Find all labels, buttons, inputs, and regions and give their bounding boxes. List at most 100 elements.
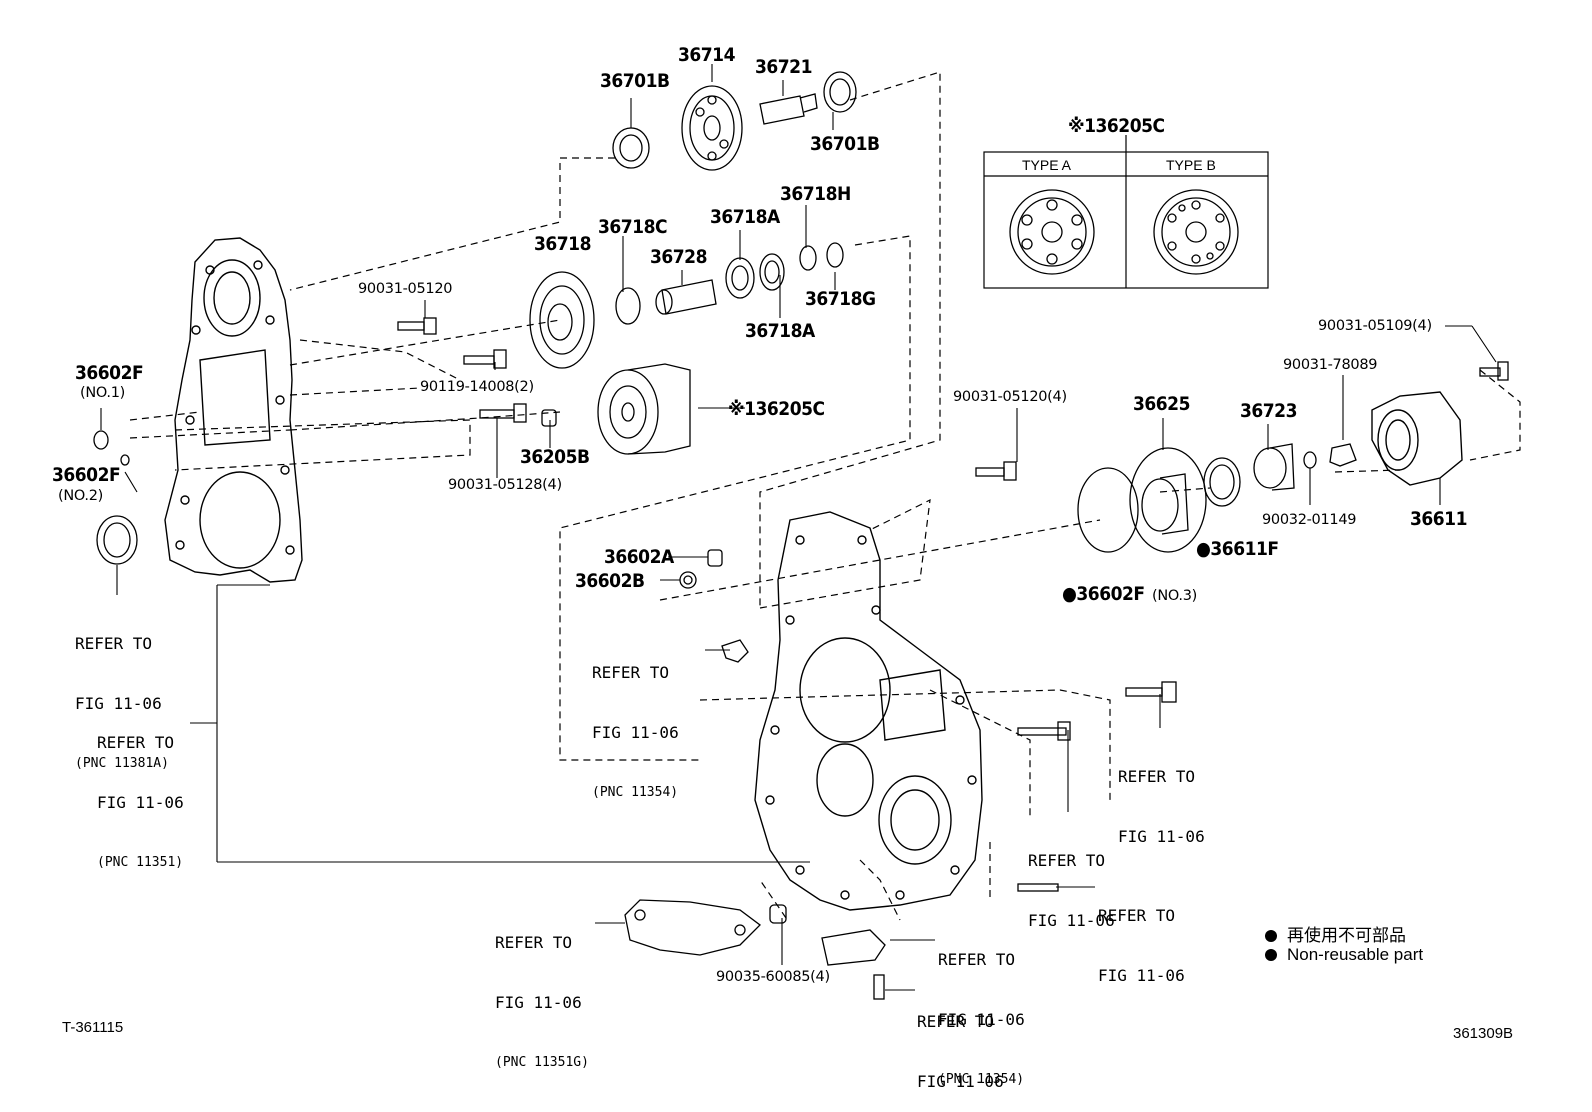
refer-pnc: (PNC 11354) xyxy=(938,1072,1025,1087)
stud-refer-3 xyxy=(1017,883,1059,892)
label-36205b: 36205B xyxy=(520,446,590,468)
label-36611: 36611 xyxy=(1410,508,1467,530)
label-36602f-no3: ●36602F xyxy=(1062,583,1145,605)
label-36611f: ●36611F xyxy=(1196,538,1279,560)
refer-pnc: (PNC 11381A) xyxy=(75,756,169,771)
bolt-90119-14008 xyxy=(463,349,507,369)
washer-90032-01149 xyxy=(1303,451,1317,469)
refer-callout-bolt[interactable]: REFER TO FIG 11-06 xyxy=(1118,727,1205,867)
refer-line1: REFER TO xyxy=(592,663,670,682)
refer-line2: FIG 11-06 xyxy=(1098,966,1185,985)
dowel-36205b xyxy=(541,409,557,427)
label-90031-05109: 90031-05109(4) xyxy=(1318,318,1432,334)
refer-callout-11354-upper[interactable]: REFER TO FIG 11-06 (PNC 11354) xyxy=(592,623,679,823)
bolt-90031-05120 xyxy=(397,317,437,335)
bolt-bottom-refer xyxy=(873,974,885,1000)
label-36701b-top: 36701B xyxy=(600,70,670,92)
label-36602f-no2-sub: (NO.2) xyxy=(58,488,104,504)
refer-callout-11351[interactable]: REFER TO FIG 11-06 (PNC 11351) xyxy=(97,693,184,893)
refer-line1: REFER TO xyxy=(495,933,573,952)
refer-pnc: (PNC 11351) xyxy=(97,855,184,870)
gear-36723 xyxy=(1253,443,1295,491)
label-36718: 36718 xyxy=(534,233,591,255)
type-b-gear-icon xyxy=(1153,189,1239,275)
refer-pnc: (PNC 11351G) xyxy=(495,1055,589,1070)
refer-line2: FIG 11-06 xyxy=(1118,827,1205,846)
refer-callout-11351g[interactable]: REFER TO FIG 11-06 (PNC 11351G) xyxy=(495,893,589,1093)
type-table xyxy=(983,135,1269,289)
front-cover-plate xyxy=(164,237,303,583)
refer-pnc: (PNC 11354) xyxy=(592,785,679,800)
label-36718a-bottom: 36718A xyxy=(745,320,815,342)
label-36602f-no2: 36602F xyxy=(52,464,121,486)
o-ring-no1 xyxy=(93,430,109,450)
label-36718h: 36718H xyxy=(780,183,851,205)
plug-36602a xyxy=(707,549,723,567)
label-90031-78089: 90031-78089 xyxy=(1283,357,1378,373)
refer-line1: REFER TO xyxy=(1098,906,1176,925)
label-36718g: 36718G xyxy=(805,288,876,310)
label-36721: 36721 xyxy=(755,56,812,78)
refer-line2: FIG 11-06 xyxy=(592,723,679,742)
label-36718a-top: 36718A xyxy=(710,206,780,228)
refer-line1: REFER TO xyxy=(1118,767,1196,786)
label-90031-05120-4: 90031-05120(4) xyxy=(953,389,1067,405)
refer-line2: FIG 11-06 xyxy=(75,694,162,713)
label-36728: 36728 xyxy=(650,246,707,268)
refer-callout-11381a[interactable]: REFER TO FIG 11-06 (PNC 11381A) xyxy=(75,594,169,794)
bracket-11351g xyxy=(624,899,761,956)
type-a-gear-icon xyxy=(1009,189,1095,275)
refer-callout-bottom-bolt[interactable]: REFER TO FIG 11-06 xyxy=(917,972,1004,1112)
type-b-header: TYPE B xyxy=(1166,157,1216,173)
rear-housing-36611 xyxy=(1371,391,1463,486)
refer-callout-stud-lower[interactable]: REFER TO FIG 11-06 xyxy=(1098,866,1185,1006)
refer-line1: REFER TO xyxy=(1028,851,1106,870)
flange-36625 xyxy=(1129,447,1207,553)
assembly-guide-lines xyxy=(129,71,1521,921)
figure-code-left: T-361115 xyxy=(62,1019,124,1036)
refer-line1: REFER TO xyxy=(938,950,1016,969)
leader-lines xyxy=(100,64,1497,991)
label-36714: 36714 xyxy=(678,44,735,66)
refer-line1: REFER TO xyxy=(75,634,153,653)
shaft-36721 xyxy=(759,93,818,125)
snap-ring-36718h xyxy=(799,245,817,271)
figure-code-right: 361309B xyxy=(1453,1025,1514,1042)
legend-line-jp: 再使用不可部品 xyxy=(1265,921,1406,946)
bolt-90031-05128 xyxy=(479,403,527,423)
bullet-icon xyxy=(1265,949,1277,961)
bolt-90031-05109 xyxy=(1479,361,1509,381)
refer-callout-stud[interactable]: REFER TO FIG 11-06 xyxy=(1028,811,1115,951)
legend-line-en: Non-reusable part xyxy=(1265,945,1423,965)
snap-ring-36718c xyxy=(615,287,641,325)
label-36718c: 36718C xyxy=(598,216,668,238)
gear-36714 xyxy=(681,85,743,171)
refer-line1: REFER TO xyxy=(97,733,175,752)
label-90032-01149: 90032-01149 xyxy=(1262,512,1357,528)
label-90035-60085: 90035-60085(4) xyxy=(716,969,830,985)
label-36723: 36723 xyxy=(1240,400,1297,422)
label-36602f-no1: 36602F xyxy=(75,362,144,384)
gear-36718 xyxy=(529,271,595,369)
legend-text-jp: 再使用不可部品 xyxy=(1287,926,1406,945)
label-36602a: 36602A xyxy=(604,546,674,568)
refer-line2: FIG 11-06 xyxy=(495,993,582,1012)
clip-11354 xyxy=(721,639,749,663)
label-36602f-no1-sub: (NO.1) xyxy=(80,385,126,401)
o-ring-no2 xyxy=(120,454,130,466)
bearing-36718a-2 xyxy=(759,253,785,291)
type-a-header: TYPE A xyxy=(1022,157,1072,173)
bushing-90035-60085 xyxy=(769,904,787,924)
bearing-36701b-left xyxy=(612,127,650,169)
refer-callout-11354-lower[interactable]: REFER TO FIG 11-06 (PNC 11354) xyxy=(938,910,1025,1110)
label-36602b: 36602B xyxy=(575,570,645,592)
bolt-refer-1 xyxy=(1125,681,1177,703)
refer-line2: FIG 11-06 xyxy=(97,793,184,812)
snap-ring-36718g xyxy=(826,242,844,268)
refer-line2: FIG 11-06 xyxy=(1028,911,1115,930)
legend-text-en: Non-reusable part xyxy=(1287,945,1424,964)
oil-seal-36611f xyxy=(1203,457,1241,507)
o-ring-36602f-no3 xyxy=(1077,467,1139,553)
bearing-36701b-right xyxy=(823,71,857,113)
